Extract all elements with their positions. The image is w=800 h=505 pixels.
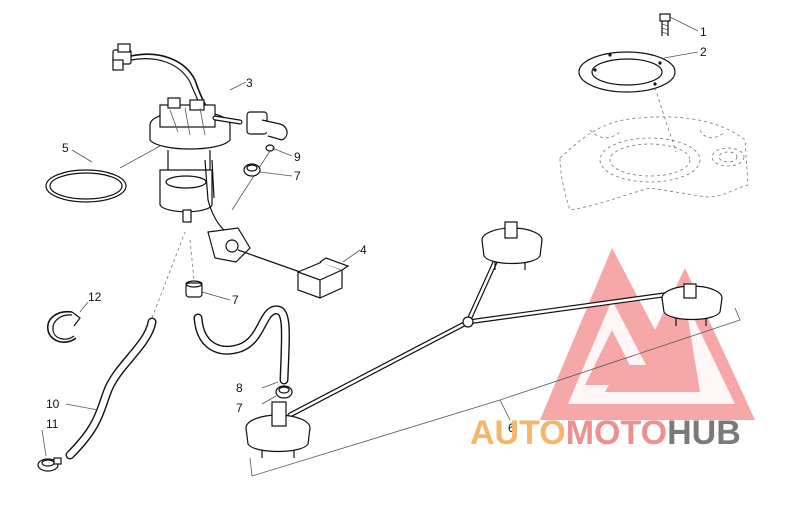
callout-7-upper: 7 bbox=[294, 169, 301, 183]
watermark-wordmark: AUTOMOTOHUB bbox=[470, 414, 741, 453]
watermark-hub: HUB bbox=[667, 414, 741, 452]
bolt-part bbox=[659, 13, 699, 36]
callout-3: 3 bbox=[246, 76, 253, 90]
balance-line-assembly bbox=[245, 221, 741, 477]
clamp-lower bbox=[261, 385, 293, 405]
hose-clamp-small bbox=[37, 429, 62, 472]
callout-5: 5 bbox=[62, 141, 69, 155]
bent-hose-part bbox=[193, 305, 290, 389]
fuel-hose-part bbox=[65, 231, 186, 460]
fuel-tank-outline bbox=[559, 116, 749, 211]
clamp-upper bbox=[243, 163, 293, 177]
watermark-auto: AUTO bbox=[470, 414, 566, 452]
callout-12: 12 bbox=[88, 290, 102, 304]
callout-7-lower: 7 bbox=[236, 401, 243, 415]
spring-clamp-part bbox=[47, 301, 89, 343]
callout-labels: 1 2 3 4 5 6 7 7 7 8 9 10 11 12 bbox=[46, 25, 707, 435]
callout-11: 11 bbox=[46, 417, 59, 431]
watermark-logo bbox=[540, 248, 755, 420]
callout-6: 6 bbox=[508, 421, 515, 435]
o-ring-part bbox=[45, 145, 161, 203]
callout-1: 1 bbox=[700, 25, 707, 39]
callout-4: 4 bbox=[360, 243, 367, 257]
level-sender-part bbox=[297, 249, 361, 299]
clamp-middle bbox=[185, 239, 231, 301]
callout-10: 10 bbox=[46, 397, 60, 411]
callout-7-middle: 7 bbox=[232, 293, 239, 307]
callout-9: 9 bbox=[294, 150, 301, 164]
fuel-fitting-part bbox=[231, 111, 293, 211]
callout-8: 8 bbox=[236, 381, 243, 395]
gasket-part bbox=[578, 51, 699, 153]
watermark-moto: MOTO bbox=[565, 414, 668, 452]
fuel-pump-assembly bbox=[112, 43, 301, 273]
callout-2: 2 bbox=[700, 45, 707, 59]
